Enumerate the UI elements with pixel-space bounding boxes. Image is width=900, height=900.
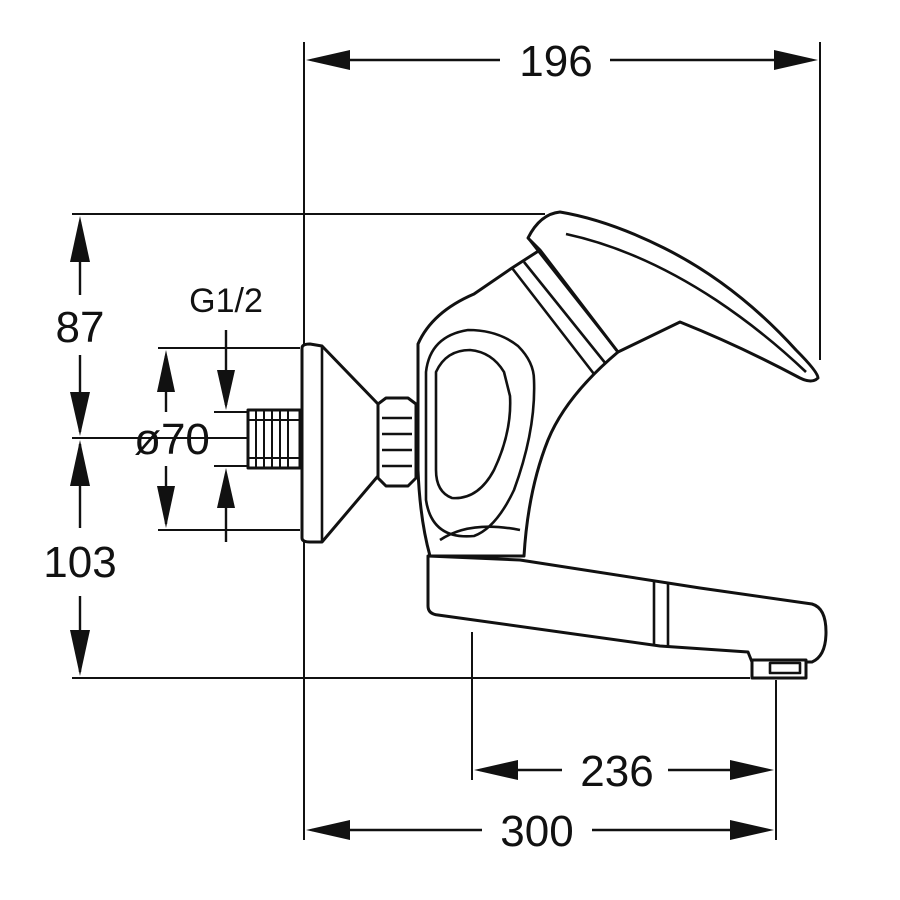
dimension-label-196: 196	[519, 37, 592, 86]
dimension-label-diameter: ø70	[134, 415, 210, 464]
dimension-top-width: 196	[306, 37, 818, 86]
dimension-label-87: 87	[56, 303, 105, 352]
faucet-outline	[246, 210, 828, 680]
dimension-thread: G1/2	[189, 282, 263, 542]
wall-flange	[300, 342, 380, 544]
threaded-inlet	[246, 408, 302, 470]
dimension-upper-height: 87	[56, 216, 105, 436]
dimension-label-thread: G1/2	[189, 282, 263, 320]
dimension-label-236: 236	[580, 747, 653, 796]
mixer-body	[416, 248, 620, 558]
dimension-label-103: 103	[43, 538, 116, 587]
dimension-spout-reach: 236	[474, 747, 774, 796]
dimension-flange-diameter: ø70	[134, 350, 210, 528]
dimension-total-reach: 300	[306, 807, 774, 856]
lever-handle	[526, 210, 820, 383]
dimension-lower-height: 103	[43, 440, 117, 676]
dimension-label-300: 300	[500, 807, 573, 856]
spout	[426, 554, 828, 680]
hex-nut	[376, 396, 418, 488]
